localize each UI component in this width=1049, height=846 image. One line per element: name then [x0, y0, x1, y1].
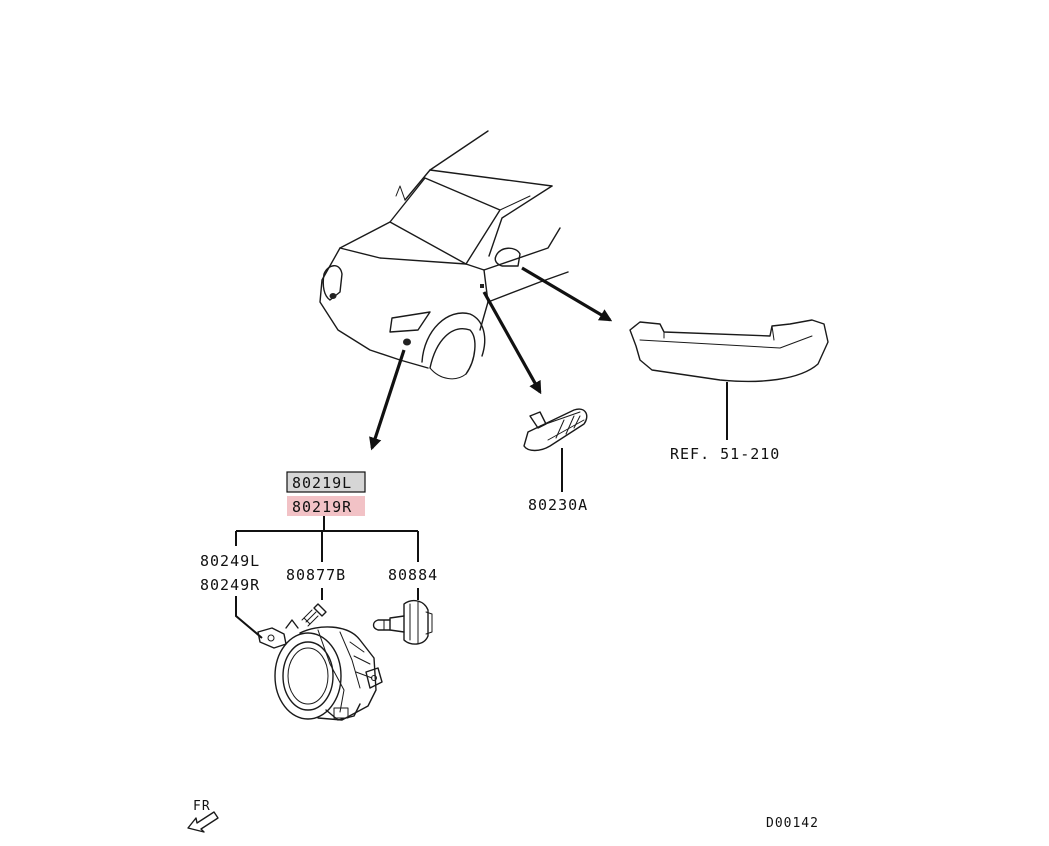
- label-bulb[interactable]: 80884: [388, 566, 438, 584]
- label-fog-lamp-left[interactable]: 80219L: [292, 474, 352, 492]
- callout-arrows: [369, 266, 613, 451]
- fog-lamp-leader-tree: [235, 516, 419, 639]
- mirror-cover-part: [629, 319, 829, 440]
- bulb-part: [372, 599, 433, 645]
- fog-lamp-housing-part: [257, 619, 383, 721]
- car-body-illustration: [319, 130, 569, 380]
- diagram-id: D00142: [766, 816, 819, 831]
- label-mirror-ref[interactable]: REF. 51-210: [670, 445, 780, 463]
- front-arrow-icon: [187, 811, 219, 833]
- part-highlight-left: [286, 471, 366, 493]
- label-fog-lamp-right[interactable]: 80219R: [292, 498, 352, 516]
- arrow-to-side-lamp: [482, 291, 542, 395]
- screw-part: [301, 603, 327, 627]
- part-highlight-right: [287, 496, 365, 516]
- arrow-to-fog-lamp: [369, 349, 406, 451]
- side-lamp-part: [523, 408, 588, 492]
- label-bracket-right[interactable]: 80249R: [200, 576, 260, 594]
- label-bracket-left[interactable]: 80249L: [200, 552, 260, 570]
- label-side-lamp[interactable]: 80230A: [528, 496, 588, 514]
- front-indicator-label: FR: [193, 799, 211, 814]
- label-screw[interactable]: 80877B: [286, 566, 346, 584]
- arrow-to-mirror: [521, 266, 613, 322]
